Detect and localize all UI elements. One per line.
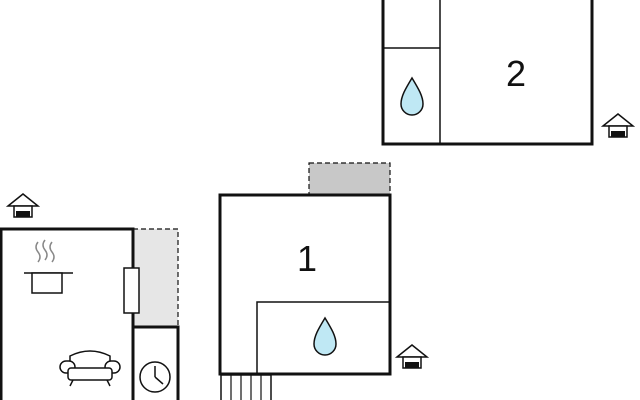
building-1 bbox=[218, 162, 392, 400]
water-drop-icon bbox=[400, 76, 424, 116]
building-2 bbox=[381, 0, 594, 146]
entrance-house-icon bbox=[394, 344, 430, 369]
room-1-label: 1 bbox=[297, 238, 318, 279]
entrance-house-icon bbox=[600, 113, 636, 138]
balcony bbox=[308, 162, 391, 196]
room-2-label: 2 bbox=[506, 53, 527, 94]
water-drop-icon bbox=[313, 316, 337, 356]
wardrobe bbox=[123, 267, 140, 314]
stairs-icon bbox=[220, 374, 272, 400]
building-2-outline bbox=[381, 0, 594, 146]
building-3-outline bbox=[0, 227, 135, 400]
building-3 bbox=[0, 227, 180, 400]
kitchen-pot-icon bbox=[24, 239, 73, 294]
building-1-outline bbox=[218, 193, 392, 376]
clock-icon bbox=[139, 361, 171, 393]
terrace bbox=[132, 228, 179, 328]
building-1-bathroom-wall bbox=[256, 301, 390, 374]
armchair-icon bbox=[59, 350, 121, 387]
entrance-house-icon bbox=[5, 193, 41, 218]
